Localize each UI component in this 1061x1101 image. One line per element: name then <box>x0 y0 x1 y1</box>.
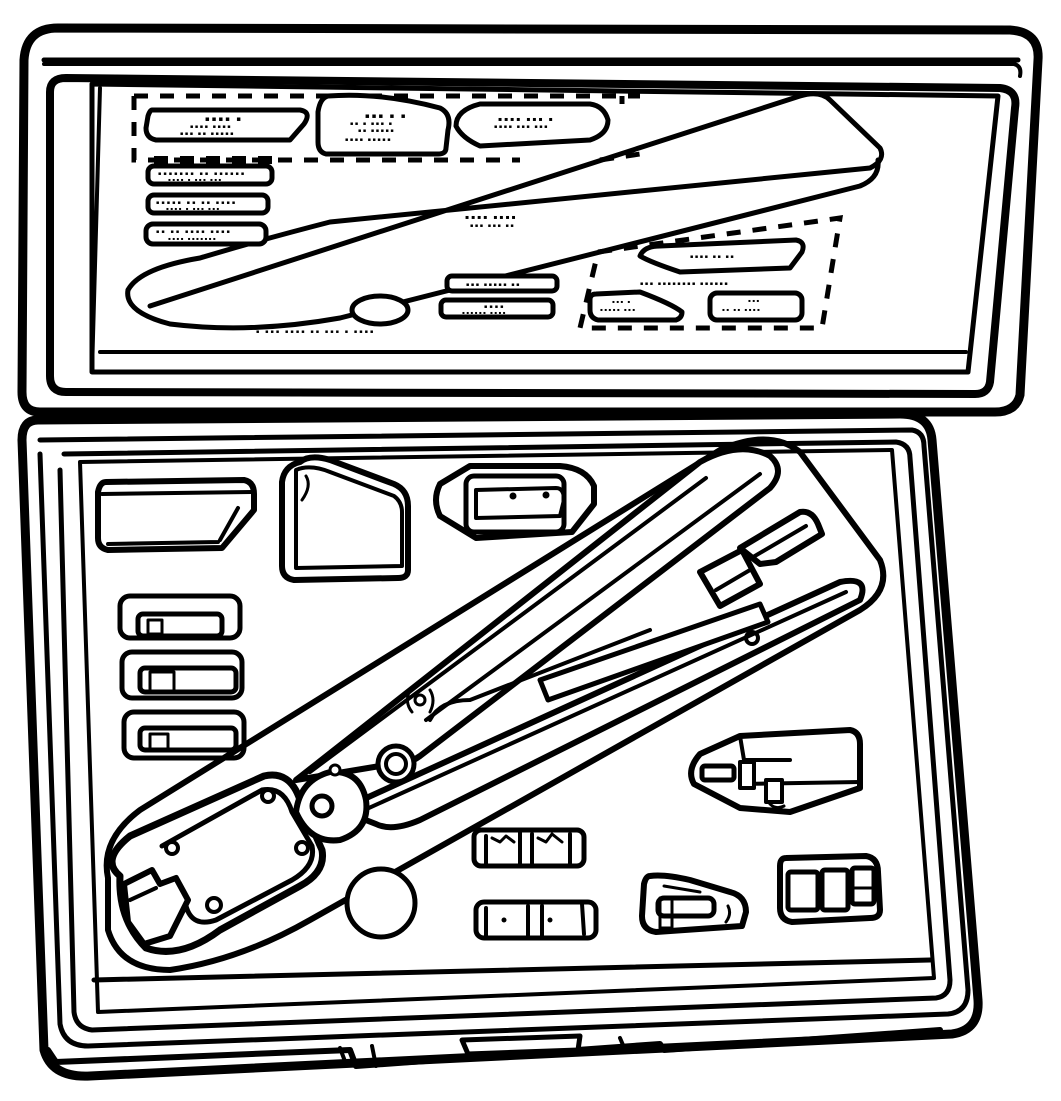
positioner-head <box>688 727 863 815</box>
lid-label-left-1: ▪▪▪▪▪▪▪ ▪▪ ▪▪▪▪▪▪ ▪▪▪▪ ▪ ▪▪▪ ▪▪▪ <box>145 163 275 187</box>
terminal-locator-3 <box>121 709 247 761</box>
terminal-locator-1 <box>117 593 243 641</box>
lid-tool-label-line1: ▪▪▪▪ ▪▪▪▪ <box>465 214 518 221</box>
lid-label-left-3-line2: ▪▪▪▪ ▪▪▪▪▪▪▪ <box>168 236 217 241</box>
lid-bottom-caption: ▪ ▪▪▪ ▪▪▪▪ ▪▪ ▪▪▪ ▪ ▪▪▪▪ <box>256 329 375 335</box>
lid-label-left-1-line2: ▪▪▪▪ ▪ ▪▪▪ ▪▪▪ <box>168 177 223 182</box>
contact-die-pair-upper <box>471 827 587 869</box>
locator-block <box>433 463 597 541</box>
lid-center-label-2-line2: ▪▪▪▪▪▪ ▪▪▪▪ <box>462 310 507 315</box>
case-lid <box>17 23 1043 417</box>
lid-label-left-2-line2: ▪▪▪▪ ▪ ▪▪▪ ▪▪▪ <box>166 206 221 211</box>
lid-right-right-label-line2: ▪▪ ▪▪ ▪▪▪▪ <box>722 307 761 312</box>
lid-label-2-line2: ▪▪ ▪ ▪▪▪ ▪ <box>350 121 394 127</box>
pin-locator <box>639 872 749 935</box>
lid-label-left-2: ▪▪▪▪▪ ▪▪ ▪▪ ▪▪▪▪ ▪▪▪▪ ▪ ▪▪▪ ▪▪▪ <box>145 192 271 216</box>
lid-label-left-3: ▪▪ ▪▪ ▪▪▪▪ ▪▪▪▪ ▪▪▪▪ ▪▪▪▪▪▪▪ <box>143 221 269 247</box>
lid-label-2: ▪▪▪ ▪ ▪ ▪▪ ▪ ▪▪▪ ▪ ▪▪ ▪▪▪▪▪ ▪▪▪▪ ▪▪▪▪▪ <box>315 92 452 157</box>
lid-label-1-line2: ▪▪▪▪ ▪▪▪▪ <box>190 124 232 130</box>
lid-right-left-label-line2: ▪▪▪▪▪ ▪▪▪ <box>600 307 636 312</box>
lid-center-label-2-line1: ▪▪▪▪ <box>484 304 506 310</box>
lid-label-2-line4: ▪▪▪▪ ▪▪▪▪▪ <box>345 137 392 143</box>
crimping-tool <box>103 436 887 973</box>
lid-center-label-2: ▪▪▪▪ ▪▪▪▪▪▪ ▪▪▪▪ <box>438 297 556 320</box>
lid-label-3: ▪▪▪▪ ▪▪▪ ▪ ▪▪▪▪ ▪▪▪ ▪▪▪ <box>453 101 611 149</box>
lid-label-left-3-line1: ▪▪ ▪▪ ▪▪▪▪ ▪▪▪▪ <box>156 229 232 235</box>
lid-right-caption: ▪▪▪ ▪▪▪▪▪▪▪▪ ▪▪▪▪▪▪ <box>640 281 729 287</box>
round-spacer <box>344 866 418 940</box>
lid-label-1-line1: ▪▪▪▪ ▪ <box>205 115 243 123</box>
lid-label-left-2-line1: ▪▪▪▪▪ ▪▪ ▪▪ ▪▪▪▪ <box>156 200 237 206</box>
lid-center-label-1-text: ▪▪▪ ▪▪▪▪▪ ▪▪ <box>466 282 521 288</box>
lid-label-2-line3: ▪▪ ▪▪▪▪▪ <box>358 128 395 134</box>
lid-tab-row <box>154 156 272 164</box>
die-set-pentagon <box>279 454 411 583</box>
lid-oval-recess <box>349 293 411 327</box>
multi-cavity-die <box>777 853 883 925</box>
lid-label-2-line1: ▪▪▪ ▪ ▪ <box>365 112 408 120</box>
lid-label-1-line3: ▪▪▪ ▪▪ ▪▪▪▪▪ <box>180 131 235 137</box>
lid-right-left-label-line1: ▪▪▪ ▪ <box>612 299 632 304</box>
lid-tool-label-line2: ▪▪▪ ▪▪▪ ▪▪ <box>470 223 515 229</box>
lid-label-1: ▪▪▪▪ ▪ ▪▪▪▪ ▪▪▪▪ ▪▪▪ ▪▪ ▪▪▪▪▪ <box>143 107 310 143</box>
lid-center-label-1: ▪▪▪ ▪▪▪▪▪ ▪▪ <box>444 273 560 294</box>
lid-tool-silhouette <box>125 91 885 331</box>
lid-right-label-region: ▪▪▪▪ ▪▪ ▪▪ ▪▪▪ ▪▪▪▪▪▪▪▪ ▪▪▪▪▪▪ ▪▪▪ ▪ ▪▪▪… <box>576 215 844 331</box>
lid-label-3-line2: ▪▪▪▪ ▪▪▪ ▪▪▪ <box>494 124 549 130</box>
lid-right-top-label: ▪▪▪▪ ▪▪ ▪▪ <box>690 254 735 260</box>
terminal-locator-2 <box>119 649 245 701</box>
lid-tool-label: ▪▪▪▪ ▪▪▪▪ ▪▪▪ ▪▪▪ ▪▪ <box>465 214 518 229</box>
contact-die-pair-lower <box>473 899 599 941</box>
lid-label-3-line1: ▪▪▪▪ ▪▪▪ ▪ <box>498 116 555 123</box>
lid-label-left-1-line1: ▪▪▪▪▪▪▪ ▪▪ ▪▪▪▪▪▪ <box>158 171 246 177</box>
lid-right-right-label-line1: ▪▪▪ <box>748 298 761 303</box>
die-set-flat <box>95 477 257 553</box>
